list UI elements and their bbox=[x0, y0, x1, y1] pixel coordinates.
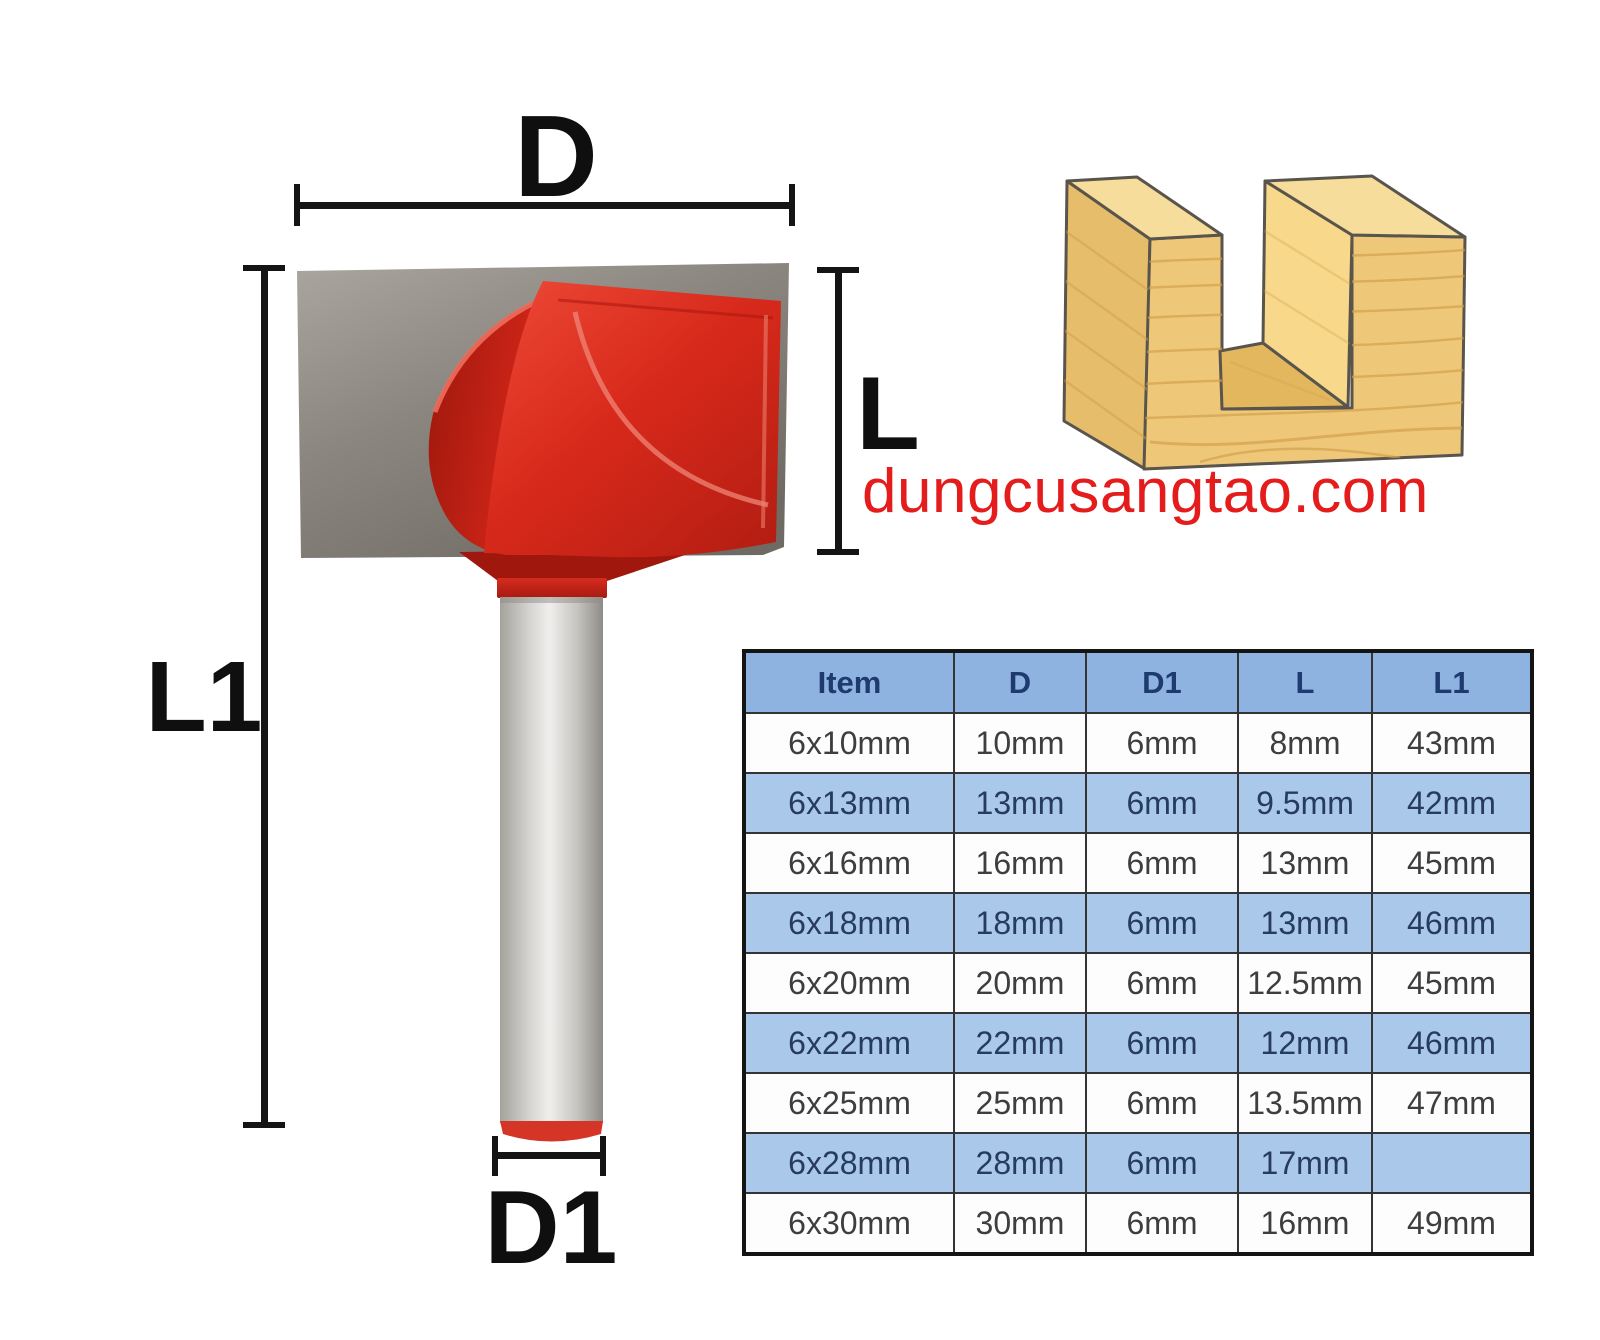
dim-label-l: L bbox=[856, 356, 920, 472]
dim-label-d1: D1 bbox=[485, 1170, 618, 1286]
dim-d1: D1 bbox=[485, 1136, 618, 1286]
table-cell bbox=[1371, 1132, 1533, 1194]
table-cell: 6mm bbox=[1085, 952, 1239, 1014]
column-header: D1 bbox=[1085, 650, 1239, 714]
table-cell: 6x13mm bbox=[743, 772, 955, 834]
wood-right-rail-top bbox=[1263, 174, 1467, 239]
table-cell: 6mm bbox=[1085, 1072, 1239, 1134]
shank-top-shadow bbox=[500, 597, 603, 603]
table-cell: 30mm bbox=[953, 1192, 1087, 1255]
table-cell: 6mm bbox=[1085, 892, 1239, 954]
dim-tick bbox=[817, 549, 859, 555]
table-cell: 10mm bbox=[953, 712, 1087, 774]
table-cell: 6mm bbox=[1085, 772, 1239, 834]
table-cell: 46mm bbox=[1371, 1012, 1533, 1074]
table-cell: 20mm bbox=[953, 952, 1087, 1014]
table-cell: 6x18mm bbox=[743, 892, 955, 954]
table-cell: 9.5mm bbox=[1237, 772, 1373, 834]
watermark-text: dungcusangtao.com bbox=[862, 457, 1429, 526]
table-cell: 6x16mm bbox=[743, 832, 955, 894]
dim-line-l1 bbox=[261, 268, 268, 1126]
dim-tick bbox=[600, 1136, 606, 1176]
column-header: L1 bbox=[1371, 650, 1533, 714]
dim-tick bbox=[817, 267, 859, 273]
wood-left-rail-top bbox=[1065, 175, 1224, 241]
red-body bbox=[484, 281, 781, 558]
table-cell: 45mm bbox=[1371, 832, 1533, 894]
table-cell: 45mm bbox=[1371, 952, 1533, 1014]
red-body-highlight-arc bbox=[572, 311, 769, 508]
dim-l1: L1 bbox=[146, 265, 285, 1128]
table-cell: 47mm bbox=[1371, 1072, 1533, 1134]
table-cell: 6mm bbox=[1085, 1192, 1239, 1255]
table-cell: 6mm bbox=[1085, 1012, 1239, 1074]
table-cell: 6mm bbox=[1085, 832, 1239, 894]
table-cell: 6x20mm bbox=[743, 952, 955, 1014]
dim-tick bbox=[294, 184, 300, 226]
dim-line-l bbox=[835, 270, 842, 553]
dim-l: L bbox=[817, 267, 920, 555]
table-cell: 13mm bbox=[1237, 892, 1373, 954]
dim-tick bbox=[492, 1136, 498, 1176]
table-cell: 8mm bbox=[1237, 712, 1373, 774]
red-body-right-highlight bbox=[761, 314, 768, 529]
table-cell: 18mm bbox=[953, 892, 1087, 954]
table-cell: 6x25mm bbox=[743, 1072, 955, 1134]
table-cell: 42mm bbox=[1371, 772, 1533, 834]
table-cell: 28mm bbox=[953, 1132, 1087, 1194]
column-header: Item bbox=[743, 650, 955, 714]
table-cell: 6mm bbox=[1085, 712, 1239, 774]
red-body-top-edge bbox=[557, 298, 774, 320]
table-cell: 46mm bbox=[1371, 892, 1533, 954]
dim-tick bbox=[243, 265, 285, 271]
collar bbox=[497, 578, 607, 598]
table-cell: 22mm bbox=[953, 1012, 1087, 1074]
dim-label-l1: L1 bbox=[146, 641, 263, 753]
dim-d: D bbox=[294, 91, 795, 226]
shank bbox=[500, 597, 603, 1123]
wood-groove-illustration bbox=[1062, 174, 1467, 471]
table-cell: 16mm bbox=[953, 832, 1087, 894]
table-cell: 6x22mm bbox=[743, 1012, 955, 1074]
table-cell: 25mm bbox=[953, 1072, 1087, 1134]
dim-line-d1 bbox=[495, 1152, 603, 1159]
flute-dome-rim bbox=[432, 293, 550, 413]
table-cell: 13.5mm bbox=[1237, 1072, 1373, 1134]
dim-line-d bbox=[297, 202, 792, 209]
table-cell: 12.5mm bbox=[1237, 952, 1373, 1014]
table-cell: 43mm bbox=[1371, 712, 1533, 774]
column-header: D bbox=[953, 650, 1087, 714]
table-cell: 49mm bbox=[1371, 1192, 1533, 1255]
table-cell: 13mm bbox=[1237, 832, 1373, 894]
table-cell: 17mm bbox=[1237, 1132, 1373, 1194]
column-header: L bbox=[1237, 650, 1373, 714]
router-bit-diagram: D L L1 D1 bbox=[146, 91, 920, 1286]
dim-tick bbox=[243, 1122, 285, 1128]
table-cell: 6mm bbox=[1085, 1132, 1239, 1194]
dim-label-d: D bbox=[514, 91, 598, 221]
table-cell: 6x10mm bbox=[743, 712, 955, 774]
cutter-head bbox=[297, 263, 789, 581]
table-cell: 16mm bbox=[1237, 1192, 1373, 1255]
dim-tick bbox=[789, 184, 795, 226]
table-cell: 6x28mm bbox=[743, 1132, 955, 1194]
shank-tip bbox=[500, 1121, 603, 1142]
table-cell: 13mm bbox=[953, 772, 1087, 834]
table-cell: 12mm bbox=[1237, 1012, 1373, 1074]
table-cell: 6x30mm bbox=[743, 1192, 955, 1255]
